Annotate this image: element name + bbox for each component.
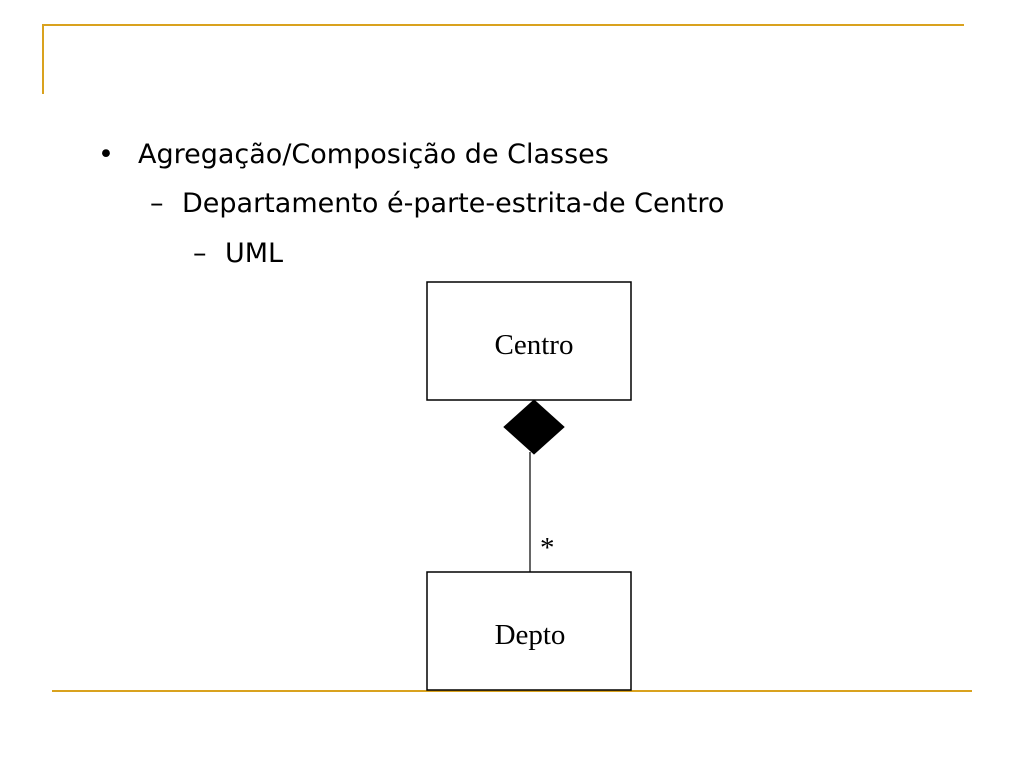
- bullet-text: Agregação/Composição de Classes: [138, 139, 609, 170]
- class-name-depto: Depto: [495, 619, 566, 651]
- bullet-item-level-3: –UML: [193, 237, 283, 271]
- bullet-item-level-2: –Departamento é-parte-estrita-de Centro: [150, 187, 724, 221]
- dash-marker: –: [150, 188, 164, 219]
- bullet-marker: •: [98, 139, 114, 170]
- frame-top-line: [42, 24, 964, 26]
- class-box-depto: [426, 571, 632, 691]
- dash-marker: –: [193, 238, 207, 269]
- class-box-centro: [426, 281, 632, 401]
- frame-bottom-line: [52, 690, 972, 692]
- composition-diamond-icon: [503, 399, 565, 455]
- bullet-list: •Agregação/Composição de Classes –Depart…: [0, 0, 1024, 300]
- class-name-centro: Centro: [495, 329, 574, 361]
- bullet-text: UML: [225, 238, 284, 269]
- frame-left-line: [42, 24, 44, 94]
- multiplicity-label: *: [540, 532, 555, 564]
- bullet-text: Departamento é-parte-estrita-de Centro: [182, 188, 725, 219]
- bullet-item-level-1: • Agregação/Composição de Classes: [98, 138, 609, 172]
